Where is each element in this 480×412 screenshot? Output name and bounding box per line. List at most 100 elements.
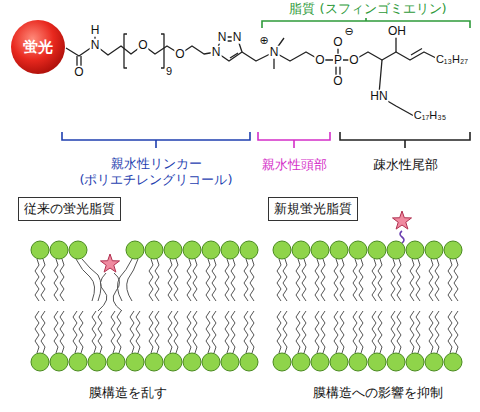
lipid-head [330, 241, 348, 259]
lipid-head [164, 241, 182, 259]
atom-label: O [314, 54, 325, 67]
repeat-count: 9 [165, 66, 173, 78]
lipid-head [50, 241, 68, 259]
lipid-head [145, 241, 163, 259]
tail [397, 259, 401, 301]
lipid-head [69, 353, 87, 371]
tail [250, 311, 254, 353]
node-text: 蛍光 [23, 38, 53, 57]
lipid-head [273, 353, 291, 371]
lipid-head [311, 353, 329, 371]
group-label: 親水性リンカー (ポリエチレングリコール) [66, 156, 246, 189]
formula-label: C₁₃H₂₇ [435, 54, 469, 66]
tail [98, 273, 107, 311]
tail [302, 311, 306, 353]
tail [372, 311, 376, 353]
label-box: 従来の蛍光脂質 [18, 197, 121, 221]
tail [410, 311, 414, 353]
tail [82, 259, 101, 301]
tail [416, 311, 420, 353]
lipid-tails [277, 259, 458, 353]
tail [149, 259, 153, 301]
tail [244, 311, 248, 353]
tail [454, 259, 458, 301]
lipid-tails [35, 259, 254, 353]
tail [111, 311, 115, 353]
lipid-head [240, 241, 258, 259]
tail [187, 311, 191, 353]
tail [212, 259, 216, 301]
lipid-head [202, 353, 220, 371]
tail [206, 259, 210, 301]
tail [321, 259, 325, 301]
tail [410, 259, 414, 301]
tail [448, 311, 452, 353]
tail [321, 311, 325, 353]
tail [231, 259, 235, 301]
lipid-head [221, 353, 239, 371]
membrane-disrupted [31, 241, 258, 371]
double-bond [411, 49, 422, 56]
atom-label: O [174, 48, 185, 61]
tail [334, 259, 338, 301]
fluorophore-circle: 蛍光 [10, 19, 66, 75]
tail [60, 259, 64, 301]
lipid-head [69, 241, 87, 259]
tail [149, 311, 153, 353]
tail [435, 259, 439, 301]
tail [315, 311, 319, 353]
tail [372, 259, 376, 301]
lipid-head [126, 353, 144, 371]
tail [244, 259, 248, 301]
lipid-head [88, 353, 106, 371]
lipid-head [387, 241, 405, 259]
atom-label: O [73, 66, 84, 79]
fluorophore-star [100, 254, 119, 272]
lipid-head [50, 353, 68, 371]
fluorophore-star [392, 211, 411, 229]
tail [448, 259, 452, 301]
tail [315, 259, 319, 301]
group-label: 脂質 (スフィンゴミエリン) [289, 2, 446, 16]
tail [130, 311, 134, 353]
tail [41, 259, 45, 301]
lipid-head [292, 241, 310, 259]
lipid-head [311, 241, 329, 259]
tail [73, 311, 77, 353]
lipid-head [425, 241, 443, 259]
tail [92, 311, 96, 353]
lipid-head [221, 241, 239, 259]
tail [296, 311, 300, 353]
caption-text: 膜構造への影響を抑制 [313, 386, 443, 400]
tail [35, 311, 39, 353]
tail [155, 311, 159, 353]
lipid-head [368, 353, 386, 371]
circle-fill [11, 20, 65, 74]
peg-chain [95, 45, 216, 55]
tail [193, 311, 197, 353]
atom-label: P [333, 54, 343, 67]
sphingosine-bonds [379, 32, 414, 116]
tail [79, 311, 83, 353]
structure-bonds [66, 30, 440, 116]
tail [127, 259, 138, 301]
lipid-head [107, 353, 125, 371]
atom-label: O [348, 54, 359, 67]
lipid-head [183, 241, 201, 259]
lipid-head [349, 353, 367, 371]
caption-text: 膜構造を乱す [89, 386, 167, 400]
lipid-head [202, 241, 220, 259]
tail [429, 311, 433, 353]
atom-label: HN [369, 90, 388, 103]
atom-label: N [269, 46, 280, 59]
lipid-head [387, 353, 405, 371]
tail [359, 311, 363, 353]
lipid-head [31, 241, 49, 259]
tail [174, 311, 178, 353]
head-bracket [258, 132, 330, 148]
tail [187, 259, 191, 301]
tail [193, 259, 197, 301]
tail [174, 259, 178, 301]
lipid-head [406, 241, 424, 259]
